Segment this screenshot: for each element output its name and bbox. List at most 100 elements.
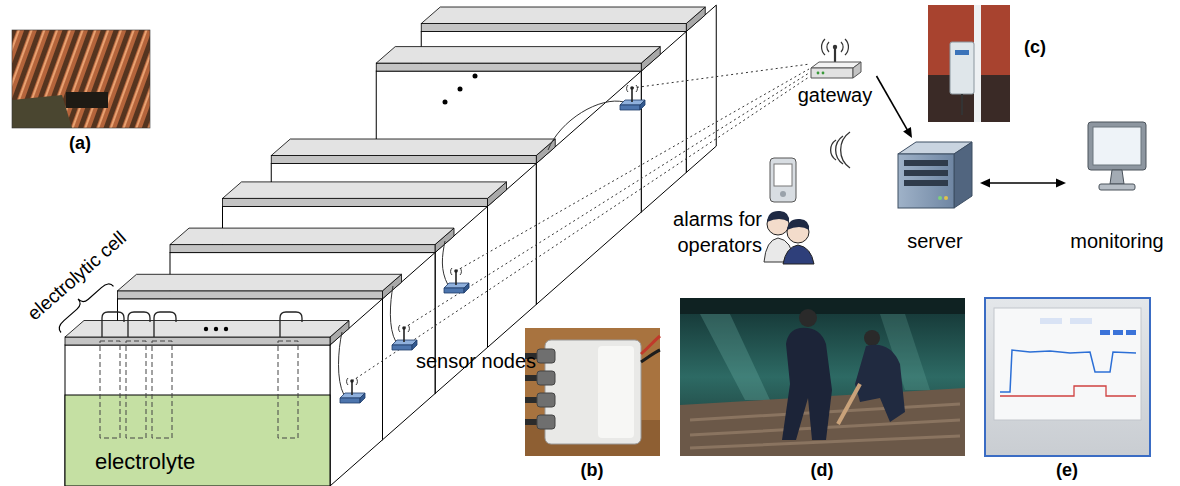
- wireless-link: [456, 69, 809, 271]
- electrode-hooks: [154, 312, 176, 337]
- electrolytic-cell-row: [271, 139, 555, 156]
- electrode-hooks: [280, 312, 302, 337]
- phone-icon: [780, 191, 786, 197]
- sensor-node-icon: [392, 325, 417, 350]
- electrolytic-cell-row: [641, 32, 686, 213]
- operator-icons: [783, 245, 814, 264]
- photo-cathodes: [12, 95, 72, 128]
- photo-sensor-node: [537, 415, 555, 429]
- photo-monitoring-screen: [1000, 350, 1136, 392]
- photo-monitoring-screen: [1113, 330, 1123, 335]
- electrode-hooks: [128, 312, 150, 337]
- region-label: electrolyte: [95, 449, 195, 474]
- part-label: sensor nodes: [416, 350, 536, 373]
- node-label: server: [907, 230, 963, 253]
- gateway-icon: [853, 62, 861, 78]
- wireless-waves: [831, 132, 850, 168]
- photo-monitoring-screen: [1000, 386, 1136, 396]
- photo-cathodes: [12, 30, 150, 128]
- electrolytic-cell-row: [376, 63, 641, 71]
- phone-icon: [770, 158, 796, 202]
- monitor-icon: [1110, 170, 1124, 184]
- sensor-wire: [390, 286, 396, 342]
- photo-monitoring-screen: [985, 298, 1150, 456]
- server-node: server: [890, 138, 980, 253]
- electrolytic-cell-row: [170, 245, 435, 253]
- photo-operators: [680, 298, 965, 456]
- ellipsis-dots: [224, 327, 228, 331]
- electrolytic-cell-row: [376, 47, 660, 64]
- photo-sensor-node: [525, 328, 660, 456]
- electrolytic-cell-row: [118, 274, 402, 291]
- electrolytic-cell-row: [65, 395, 330, 486]
- photo-monitoring-screen: [1040, 318, 1062, 324]
- electrolytic-cell-row: [65, 5, 716, 486]
- panel-letter-holder: (d): [811, 460, 834, 481]
- server-icon: [938, 196, 942, 200]
- electrode-plates: [126, 341, 146, 438]
- electrolytic-cell-row: [271, 156, 536, 164]
- photo-operators: [799, 309, 817, 327]
- ellipsis-dots: [204, 327, 208, 331]
- electrolytic-cell-row: [118, 291, 383, 299]
- photo-sensor-node: [537, 349, 555, 363]
- electrode-plates: [100, 341, 120, 438]
- server-icon: [944, 196, 948, 200]
- panel-letter-holder: (e): [1056, 460, 1078, 481]
- phone-icon: [774, 164, 792, 186]
- electrolytic-cell-row: [421, 7, 705, 24]
- sensor-wire: [442, 241, 448, 285]
- photo-gateway: [955, 50, 969, 55]
- photo-operators: [700, 314, 770, 400]
- part-label: alarms for operators: [646, 206, 762, 258]
- electrode-hooks: [102, 312, 302, 337]
- electrode-plates: [152, 341, 172, 438]
- panel-letter-holder: (b): [581, 460, 604, 481]
- panel-letter: (a): [69, 133, 91, 154]
- part-label: electrolytic cell: [23, 227, 130, 325]
- part-label-holder: sensor nodes: [416, 350, 536, 373]
- connector-line: [877, 76, 909, 131]
- operator-icons: [767, 211, 789, 222]
- sensor-wire: [339, 332, 345, 395]
- connector-arrow: [877, 76, 913, 138]
- part-label-holder: alarms for operators: [646, 206, 762, 258]
- photo-monitoring-screen: [994, 308, 1141, 420]
- server-icon: [898, 154, 954, 208]
- panel-letter: (b): [581, 460, 604, 481]
- photo-gateway: [928, 5, 1010, 122]
- electrolytic-cell-row: [421, 24, 686, 32]
- sensor-node-icon: [444, 268, 469, 293]
- photo-operators: [782, 328, 832, 440]
- ellipsis-dots: [458, 87, 463, 92]
- arrow-head: [1056, 179, 1066, 188]
- photo-monitoring-screen: [1126, 330, 1136, 335]
- electrolytic-cell-row: [65, 321, 349, 338]
- photo-gateway: [961, 94, 963, 115]
- monitor-icon: [1099, 184, 1135, 190]
- electrolytic-cell-row: [686, 5, 716, 172]
- arrow-head: [980, 179, 990, 188]
- photo-cathodes: [12, 30, 150, 128]
- wireless-link: [632, 64, 810, 88]
- operator-icons: [787, 219, 809, 230]
- server-icon: [904, 180, 948, 186]
- photo-operators: [855, 345, 905, 422]
- photo-sensor-node: [537, 393, 555, 407]
- photo-gateway: [928, 5, 1010, 122]
- server-icon: [904, 160, 948, 166]
- panel-letter: (c): [1024, 37, 1046, 58]
- node-label: monitoring: [1070, 230, 1163, 253]
- wireless-waves: [836, 136, 843, 164]
- monitor-icon: [1088, 122, 1146, 170]
- gateway-icon: [794, 36, 877, 84]
- gateway-node: gateway: [794, 36, 877, 107]
- ellipsis-dots: [214, 327, 218, 331]
- ellipsis-dots: [473, 74, 478, 79]
- gateway-icon: [805, 36, 865, 84]
- sensor-node-icon: [340, 378, 365, 403]
- photo-monitoring-screen: [985, 298, 1150, 456]
